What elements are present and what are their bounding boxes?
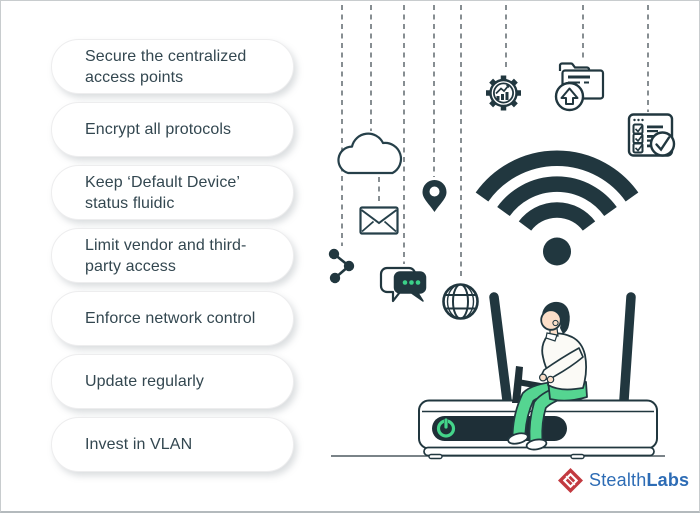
stealthlabs-logo-icon (558, 468, 583, 493)
power-icon (436, 418, 456, 438)
brand-name-first: Stealth (589, 470, 647, 490)
tip-pill-enforce-network-control: Enforce network control (51, 291, 294, 346)
tip-label: Invest in VLAN (85, 436, 193, 453)
checklist-icon (627, 113, 676, 157)
envelope-icon (359, 206, 399, 235)
location-pin-icon (422, 180, 447, 212)
gear-analytics-icon (486, 75, 521, 111)
tip-label: Secure the centralized access points (85, 47, 247, 86)
wifi-signal-icon (475, 150, 639, 266)
person-illustration (507, 301, 588, 451)
chat-icon (379, 266, 427, 303)
tip-pill-default-device: Keep ‘Default Device’ status fluidic (51, 165, 294, 220)
tip-label: Keep ‘Default Device’ status fluidic (85, 173, 240, 212)
brand-name: StealthLabs (589, 470, 689, 491)
tip-label: Update regularly (85, 373, 204, 390)
tip-pill-limit-vendor-access: Limit vendor and third-party access (51, 228, 294, 283)
tip-label: Encrypt all protocols (85, 121, 232, 138)
globe-icon (442, 283, 479, 320)
router-antenna-left (489, 292, 512, 405)
tip-pill-encrypt-protocols: Encrypt all protocols (51, 102, 294, 157)
tip-pill-invest-vlan: Invest in VLAN (51, 417, 294, 472)
cloud-icon (337, 132, 403, 175)
brand-name-second: Labs (646, 470, 690, 490)
tip-label: Limit vendor and third-party access (85, 236, 247, 275)
brand-logo: StealthLabs (557, 467, 689, 494)
tip-label: Enforce network control (85, 310, 256, 327)
share-icon (328, 248, 355, 284)
hanging-dashed-lines (341, 5, 649, 280)
tip-pill-update-regularly: Update regularly (51, 354, 294, 409)
router-antenna-right (619, 292, 636, 405)
folder-upload-icon (554, 62, 605, 112)
tips-list: Secure the centralized access points Enc… (51, 39, 294, 472)
tip-pill-secure-access-points: Secure the centralized access points (51, 39, 294, 94)
